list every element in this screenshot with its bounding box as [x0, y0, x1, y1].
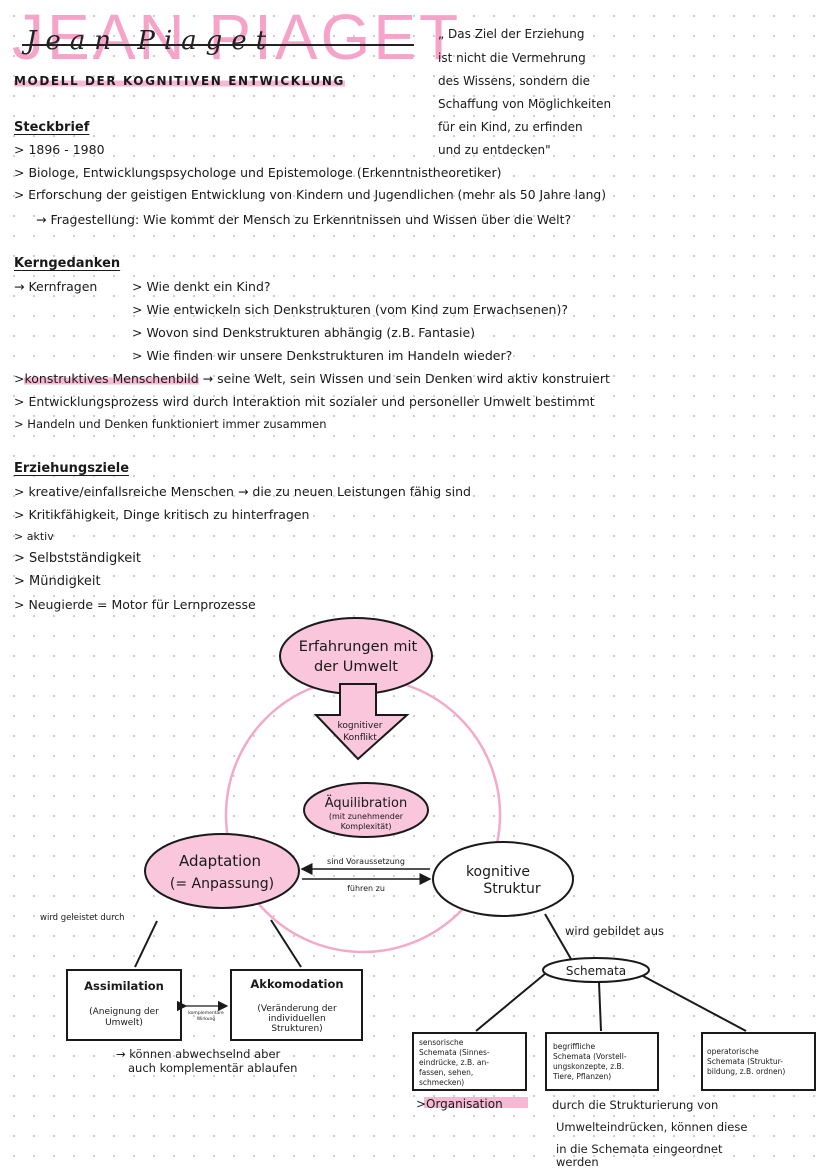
akkomodation-desc: individuellen [268, 1014, 325, 1024]
voraussetzung-label: sind Voraussetzung [327, 857, 405, 866]
assimilation-desc: Umwelt) [105, 1018, 143, 1028]
assimilation-desc: (Aneignung der [89, 1007, 159, 1017]
umwelt-bubble [279, 617, 433, 695]
schema-branch [475, 972, 547, 1032]
schema-box-line: Schemata (Sinnes- [419, 1048, 490, 1057]
schema-box-begrifflich [545, 1032, 659, 1091]
konflikt-label: kognitiver [338, 721, 383, 731]
kernfrage-item: > Wie finden wir unsere Denkstrukturen i… [132, 348, 513, 363]
abwechselnd-note: auch komplementär ablaufen [128, 1061, 297, 1075]
schema-box-line: Schemata (Struktur- [707, 1057, 783, 1066]
adaptation-sub: (= Anpassung) [170, 876, 274, 892]
konflikt-label: Konflikt [343, 733, 377, 743]
schema-branch [598, 981, 602, 1032]
geleistet-label: wird geleistet durch [40, 913, 125, 923]
quote-line: und zu entdecken" [438, 143, 551, 157]
struktur-line: kognitive [466, 864, 530, 880]
title-script-signature: Jean Piaget [26, 26, 276, 56]
kernfrage-item: > Wovon sind Denkstrukturen abhängig (z.… [132, 325, 476, 340]
section-heading-steckbrief: Steckbrief [14, 120, 90, 135]
schema-box-line: eindrücke, z.B. an- [419, 1058, 489, 1067]
menschenbild-highlight: konstruktives Menschenbild [24, 371, 199, 386]
kernfrage-item: > Wie entwickeln sich Denkstrukturen (vo… [132, 302, 568, 317]
schema-box-line: begriffliche [553, 1042, 596, 1051]
gebildet-label: wird gebildet aus [565, 924, 664, 938]
schemata-label: Schemata [566, 964, 626, 978]
steckbrief-item: > Biologe, Entwicklungspsychologe und Ep… [14, 165, 502, 180]
schema-box-sensorisch [412, 1032, 527, 1091]
komplementaer-label: Wirkung [197, 1016, 216, 1022]
schema-box-line: ungskonzepte, z.B. [553, 1062, 624, 1071]
akkomodation-desc: Strukturen) [271, 1024, 322, 1034]
akkomodation-desc: (Veränderung der [257, 1004, 337, 1014]
erziehungsziel-item: > Kritikfähigkeit, Dinge kritisch zu hin… [14, 507, 310, 522]
steckbrief-item: > Erforschung der geistigen Entwicklung … [14, 188, 607, 202]
kernfrage-item: > Wie denkt ein Kind? [132, 279, 271, 294]
erziehungsziel-item: > kreative/einfallsreiche Menschen → die… [14, 484, 471, 499]
schema-box-line: schmecken) [419, 1078, 464, 1087]
quote-line: „ Das Ziel der Erziehung [438, 27, 585, 41]
schema-box-line: sensorische [419, 1038, 464, 1047]
schema-box-line: Tiere, Pflanzen) [552, 1072, 611, 1081]
quote-line: ist nicht die Vermehrung [438, 51, 586, 65]
schema-box-line: Schemata (Vorstell- [553, 1052, 627, 1061]
erziehungsziel-item: > aktiv [14, 530, 54, 543]
fuehren-label: führen zu [347, 884, 385, 893]
quote-line: des Wissens, sondern die [438, 74, 591, 88]
assimilation-connector [134, 920, 158, 968]
schema-box-line: fassen, sehen, [419, 1068, 473, 1077]
organisation-highlight-bar [424, 1097, 528, 1108]
erziehungsziel-item: > Selbstständigkeit [14, 551, 141, 566]
organisation-prefix: > [416, 1097, 426, 1111]
schemata-connector [544, 913, 572, 960]
kerngedanken-item: > Entwicklungsprozess wird durch Interak… [14, 394, 595, 409]
section-heading-erziehungsziele: Erziehungsziele [14, 461, 130, 476]
organisation-label: Organisation [426, 1097, 503, 1111]
akkomodation-connector [270, 919, 302, 968]
kernfragen-label: → Kernfragen [14, 279, 98, 294]
struktur-bubble [432, 841, 574, 917]
organisation-text: werden [556, 1155, 599, 1169]
schema-branch [642, 975, 747, 1032]
adaptation-title: Adaptation [179, 852, 261, 870]
section-heading-kerngedanken: Kerngedanken [14, 256, 121, 271]
assimilation-title: Assimilation [84, 979, 164, 993]
quote-line: für ein Kind, zu erfinden [438, 120, 583, 134]
title-strike-line [22, 44, 414, 46]
steckbrief-fragestellung: → Fragestellung: Wie kommt der Mensch zu… [36, 212, 572, 227]
schemata-bubble [542, 957, 650, 983]
assimilation-box [66, 969, 182, 1041]
aequilibration-bubble [303, 782, 429, 838]
umwelt-bubble-line: Erfahrungen mit [299, 639, 418, 655]
organisation-text: Umwelteindrücken, können diese [556, 1120, 747, 1134]
page-title: JEAN PIAGET [12, 1, 462, 73]
aequilibration-title: Äquilibration [325, 795, 407, 811]
kerngedanken-item: > Handeln und Denken funktioniert immer … [14, 417, 327, 431]
adaptation-bubble [144, 833, 300, 909]
schema-box-operatorisch [701, 1032, 816, 1091]
umwelt-bubble-line: der Umwelt [314, 659, 398, 675]
abwechselnd-note: → können abwechselnd aber [116, 1047, 281, 1061]
subtitle: MODELL DER KOGNITIVEN ENTWICKLUNG [14, 74, 345, 88]
organisation-text: durch die Strukturierung von [552, 1098, 718, 1112]
quote-line: Schaffung von Möglichkeiten [438, 97, 612, 111]
aequilibration-sub: (mit zunehmender [329, 812, 404, 821]
akkomodation-title: Akkomodation [250, 977, 343, 991]
akkomodation-box [230, 969, 363, 1041]
komplementaer-label: komplementäre [188, 1010, 224, 1016]
aequilibration-sub: Komplexität) [341, 822, 392, 831]
schema-box-line: operatorische [707, 1047, 759, 1056]
erziehungsziel-item: > Mündigkeit [14, 574, 101, 589]
konflikt-arrow [313, 683, 410, 761]
struktur-line: Struktur [483, 881, 540, 897]
menschenbild-item: >konstruktives Menschenbild → seine Welt… [14, 371, 610, 386]
erziehungsziel-item: > Neugierde = Motor für Lernprozesse [14, 597, 256, 612]
schema-box-line: bildung, z.B. ordnen) [707, 1067, 785, 1076]
organisation-text: in die Schemata eingeordnet [556, 1142, 723, 1156]
steckbrief-item: > 1896 - 1980 [14, 142, 105, 157]
